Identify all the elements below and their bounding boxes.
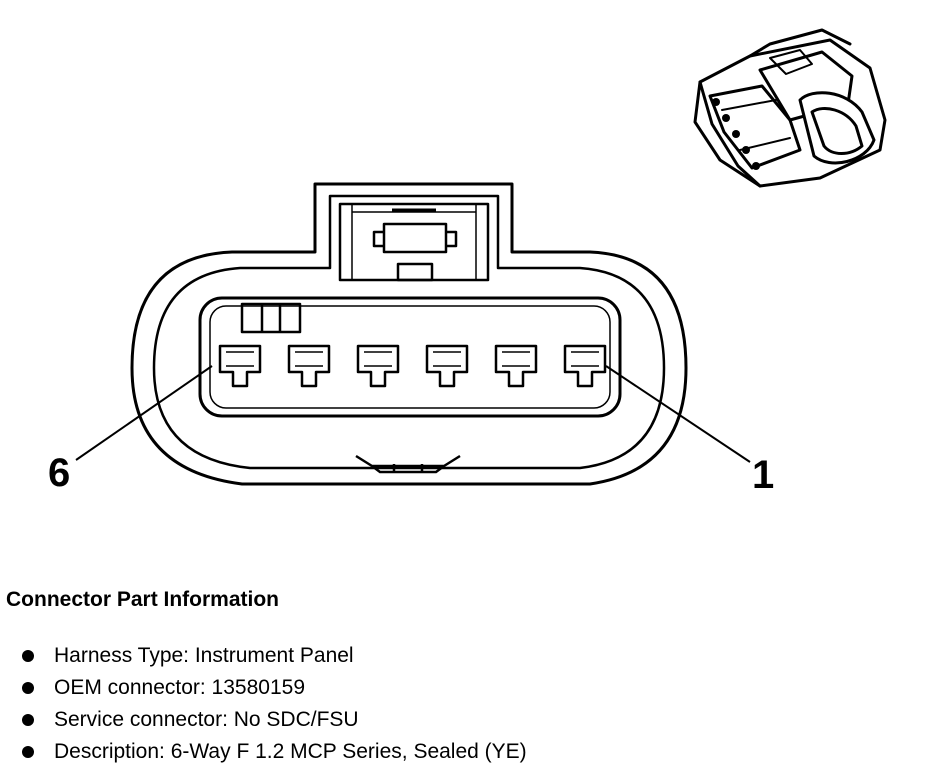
- info-text: Description: 6-Way F 1.2 MCP Series, Sea…: [54, 740, 527, 763]
- pin-cavity-4-terminal: [364, 351, 392, 367]
- pin-cavities: [218, 344, 607, 388]
- info-harness-type: Harness Type: Instrument Panel: [22, 640, 527, 672]
- pin-cavity-5-terminal: [295, 351, 323, 367]
- pin-cavity-3-terminal: [433, 351, 461, 367]
- pin-1-leader: [605, 365, 751, 463]
- bullet-icon: [22, 682, 34, 694]
- connector-info-list: Harness Type: Instrument Panel OEM conne…: [22, 640, 527, 768]
- pin-cavity-1-terminal: [571, 351, 599, 367]
- info-text: Harness Type: Instrument Panel: [54, 644, 354, 667]
- info-service-connector: Service connector: No SDC/FSU: [22, 704, 527, 736]
- connector-face: [130, 182, 688, 486]
- latch-tab: [372, 222, 458, 282]
- connector-inner-body: [152, 194, 666, 470]
- keying-rib: [240, 302, 302, 334]
- bullet-icon: [22, 746, 34, 758]
- info-text: Service connector: No SDC/FSU: [54, 708, 359, 731]
- pin-6-callout: 6: [48, 451, 70, 495]
- pin-callout-leaders: [75, 365, 751, 463]
- pin-cavity-6-terminal: [226, 351, 254, 367]
- info-description: Description: 6-Way F 1.2 MCP Series, Sea…: [22, 736, 527, 768]
- connector-diagram: 6 1: [48, 28, 887, 497]
- connector-info-title: Connector Part Information: [6, 588, 280, 611]
- bottom-clip: [355, 454, 461, 474]
- info-text: OEM connector: 13580159: [54, 676, 305, 699]
- connector-3d-view: [693, 28, 887, 188]
- latch-window: [338, 202, 490, 282]
- cavity-area: [198, 296, 622, 418]
- bullet-icon: [22, 714, 34, 726]
- info-oem-connector: OEM connector: 13580159: [22, 672, 527, 704]
- bullet-icon: [22, 650, 34, 662]
- connector-outer-body: [130, 182, 688, 486]
- pin-cavity-2-terminal: [502, 351, 530, 367]
- pin-6-leader: [75, 365, 213, 461]
- pin-1-callout: 1: [752, 453, 774, 497]
